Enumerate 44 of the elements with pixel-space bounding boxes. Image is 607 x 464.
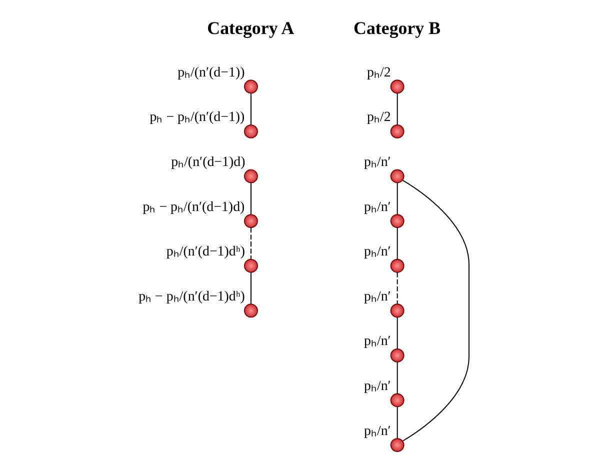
connector (250, 182, 251, 215)
node-circle (390, 304, 404, 318)
connector (402, 180, 470, 442)
node-label: pₕ/(n′(d−1)dʰ) (166, 244, 244, 260)
node-label: pₕ/(n′(d−1)d) (170, 154, 245, 170)
node-circle (244, 304, 258, 318)
node-label: pₕ/n′ (364, 154, 390, 170)
connector (396, 406, 398, 439)
node-circle (390, 258, 404, 273)
connector (250, 272, 251, 304)
node-label: pₕ/n′ (364, 200, 390, 215)
node-circle (390, 348, 404, 362)
connector (396, 272, 398, 304)
node-circle (390, 169, 404, 184)
node-circle (390, 124, 404, 138)
node-label: pₕ − pₕ/(n′(d−1)d) (142, 200, 244, 215)
node-circle (244, 169, 258, 184)
connector (250, 227, 251, 260)
node-label: pₕ/n′ (364, 379, 390, 394)
node-label: pₕ/(n′(d−1)) (177, 65, 244, 80)
label: Category A (206, 18, 294, 38)
connector (396, 362, 398, 394)
node-label: pₕ/n′ (364, 289, 390, 304)
connector (396, 182, 398, 215)
node-label: pₕ − pₕ/(n′(d−1)) (149, 110, 244, 126)
node-label: pₕ − pₕ/(n′(d−1)dʰ) (138, 289, 244, 304)
node-circle (244, 124, 258, 138)
label: Category B (353, 18, 440, 38)
node-circle (244, 80, 258, 94)
connector (396, 316, 398, 350)
node-label: pₕ/n′ (364, 334, 390, 350)
node-circle (390, 214, 404, 228)
node-label: pₕ/n′ (364, 424, 390, 439)
node-circle (244, 214, 258, 228)
node-label: pₕ/2 (366, 65, 390, 80)
node-circle (390, 438, 404, 452)
node-label: pₕ/n′ (364, 244, 390, 260)
connector (250, 92, 251, 126)
node-circle (244, 258, 258, 273)
node-circle (390, 393, 404, 408)
connector (396, 92, 398, 126)
node-label: pₕ/2 (366, 110, 390, 126)
node-circle (390, 80, 404, 94)
connector (396, 227, 398, 260)
